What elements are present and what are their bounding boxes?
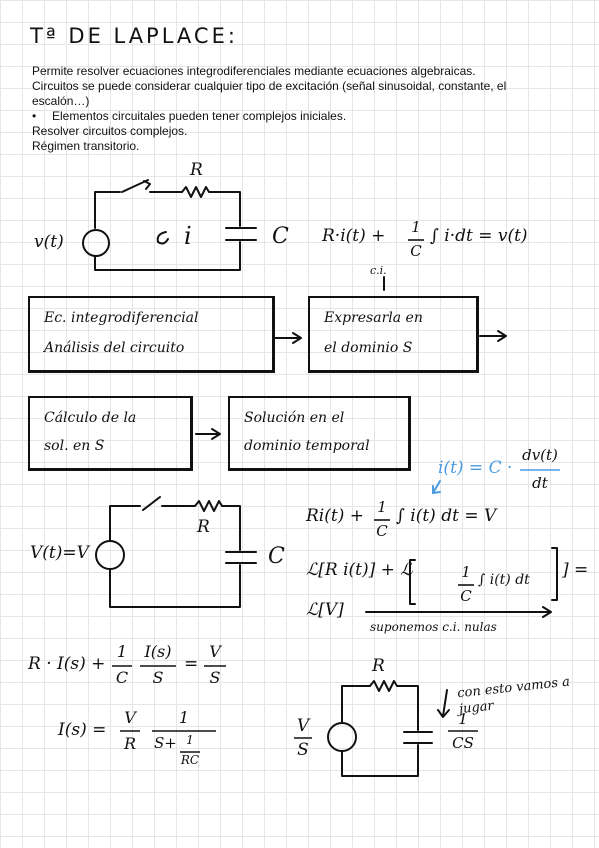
- circuit2-source-label: V(t)=V: [30, 543, 89, 563]
- flow-box-calculate: Cálculo de la sol. en S: [28, 396, 193, 471]
- circuit2-wires: [95, 496, 257, 608]
- circuit2-eq2-num: 1: [461, 563, 471, 581]
- sdomain-is: I(s): [144, 642, 172, 661]
- circuit2-eq1-rhs: ∫ i(t) dt = V: [396, 506, 497, 526]
- flow-box-integrodiff: Ec. integrodiferencial Análisis del circ…: [28, 296, 275, 373]
- circuit1-source-label: v(t): [34, 232, 64, 252]
- flow-box-text: el dominio S: [324, 340, 413, 356]
- circuit1-wires: [82, 179, 257, 271]
- circuit1-resistor-label: R: [190, 160, 203, 180]
- circuit2-eq2-den: C: [460, 587, 472, 605]
- ci-label: c.i.: [370, 264, 387, 277]
- sdomain-equals: =: [184, 654, 199, 674]
- sdomain-i-v: V: [124, 708, 136, 727]
- circuit2-eq1-num: 1: [377, 498, 387, 516]
- blue-note-num: dv(t): [522, 446, 558, 464]
- bracket-right: [551, 547, 558, 601]
- sdomain-one: 1: [116, 642, 128, 661]
- flow-box-sdomain: Expresarla en el dominio S: [308, 296, 479, 373]
- circuit1-eq-frac-num: 1: [411, 218, 421, 236]
- circuit3-cap-den: CS: [452, 734, 474, 752]
- circuit2-eq2-a: ℒ[R i(t)] + ℒ: [306, 560, 413, 580]
- circuit3-source-num: V: [296, 716, 310, 736]
- sdomain-eq-lhs: R · I(s) +: [28, 654, 106, 674]
- circuit2-eq1-den: C: [376, 522, 388, 540]
- flow-box-time-solution: Solución en el dominio temporal: [228, 396, 411, 471]
- blue-note-den: dt: [532, 474, 548, 492]
- intro-text: Permite resolver ecuaciones integrodifer…: [32, 64, 562, 154]
- sdomain-c: C: [115, 668, 129, 687]
- intro-line: Permite resolver ecuaciones integrodifer…: [32, 64, 476, 78]
- intro-bullet: Elementos circuitales pueden tener compl…: [32, 109, 562, 124]
- sdomain-i-eq: I(s) =: [58, 720, 107, 740]
- intro-line: Régimen transitorio.: [32, 139, 140, 153]
- blue-arrow: [432, 480, 441, 495]
- blue-note-lhs: i(t) = C ·: [438, 458, 513, 478]
- circuit3-resistor-label: R: [372, 656, 385, 676]
- circuit2-resistor-label: R: [197, 517, 210, 537]
- circuit3-source-den: S: [297, 740, 309, 760]
- assume-note: suponemos c.i. nulas: [370, 620, 497, 634]
- sdomain-i-one2: 1: [186, 733, 194, 747]
- circuit1-eq-lhs: R·i(t) +: [322, 226, 386, 246]
- sdomain-i-one: 1: [178, 708, 190, 727]
- flow-box-text: sol. en S: [44, 438, 105, 454]
- intro-line: Resolver circuitos complejos.: [32, 124, 188, 138]
- circuit2-eq1-lhs: Ri(t) +: [306, 506, 364, 526]
- flow-box-text: Cálculo de la: [44, 410, 137, 426]
- assume-arrow: [365, 606, 552, 618]
- sdomain-i-r: R: [123, 734, 137, 753]
- flow-box-text: Análisis del circuito: [44, 340, 185, 356]
- circuit2-capacitor-label: C: [268, 544, 285, 569]
- flow-arrow-2: [479, 330, 507, 342]
- flow-box-text: Ec. integrodiferencial: [44, 310, 199, 326]
- sdomain-s: S: [152, 668, 164, 687]
- circuit3-wires: [327, 680, 450, 777]
- sdomain-s2: S: [209, 668, 221, 687]
- circuit3-cap-num: 1: [458, 710, 468, 728]
- circuit2-eq3: ℒ[V]: [306, 600, 344, 620]
- sdomain-i-rc: RC: [180, 753, 200, 767]
- bracket-left: [409, 559, 416, 605]
- circuit2-eq2-b: ∫ i(t) dt: [478, 572, 530, 588]
- circuit1-eq-frac-den: C: [410, 242, 422, 260]
- circuit1-capacitor-label: C: [272, 224, 289, 249]
- circuit2-eq2-end: ] =: [562, 560, 589, 580]
- sdomain-i-splus: S+: [154, 734, 177, 752]
- flow-arrow-1: [274, 332, 302, 344]
- circuit1-current-label: i: [184, 222, 192, 250]
- circuit1-eq-rhs: ∫ i·dt = v(t): [430, 226, 528, 246]
- intro-line: Circuitos se puede considerar cualquier …: [32, 79, 507, 108]
- flow-box-text: Expresarla en: [324, 310, 423, 326]
- page-title: Tª DE LAPLACE:: [30, 24, 238, 48]
- flow-arrow-3: [195, 428, 221, 440]
- flow-box-text: dominio temporal: [244, 438, 370, 454]
- sdomain-v: V: [209, 642, 221, 661]
- flow-box-text: Solución en el: [244, 410, 345, 426]
